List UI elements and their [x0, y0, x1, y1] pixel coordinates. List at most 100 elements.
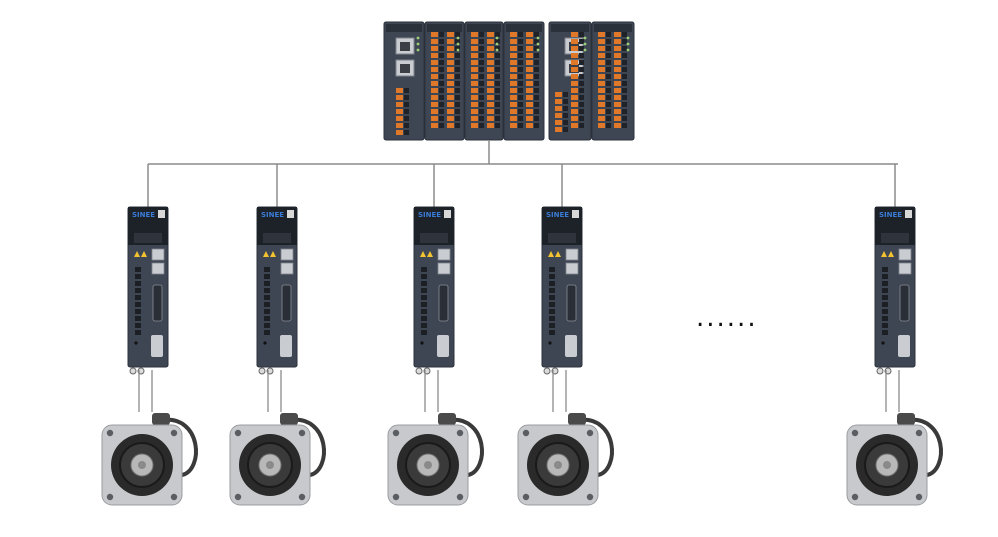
- terminal-screw: [518, 88, 523, 93]
- terminal-block: [510, 116, 517, 121]
- plc-controller: [383, 21, 635, 141]
- terminal-block: [431, 74, 438, 79]
- terminal-block: [471, 32, 478, 37]
- terminal-screw: [579, 123, 584, 128]
- terminal-block: [571, 123, 578, 128]
- terminal-block: [487, 95, 494, 100]
- terminal-screw: [518, 123, 523, 128]
- terminal-block: [396, 130, 403, 135]
- terminal-screw: [455, 102, 460, 107]
- terminal-screw: [455, 67, 460, 72]
- motor-cable-loop: [447, 417, 484, 477]
- bolt-hole-icon: [170, 429, 178, 437]
- warning-icon: [420, 251, 426, 257]
- bolt-hole-icon: [392, 429, 400, 437]
- db-connector-icon: [152, 284, 163, 322]
- terminal-screw: [518, 32, 523, 37]
- terminal-screw: [495, 102, 500, 107]
- terminal-block: [135, 295, 141, 300]
- terminal-block: [882, 288, 888, 293]
- status-led-icon: [416, 42, 420, 46]
- terminal-block: [431, 81, 438, 86]
- terminal-screw: [579, 95, 584, 100]
- terminal-screw: [479, 39, 484, 44]
- qr-code-icon: [444, 210, 451, 218]
- motor-connector: [897, 413, 915, 425]
- terminal-block: [431, 102, 438, 107]
- bolt-hole-icon: [234, 429, 242, 437]
- terminal-screw: [455, 74, 460, 79]
- terminal-screw: [479, 46, 484, 51]
- terminal-block: [447, 67, 454, 72]
- terminal-screw: [455, 116, 460, 121]
- ethernet-port-icon: [280, 248, 294, 261]
- terminal-block: [614, 60, 621, 65]
- ethernet-port-socket: [400, 64, 410, 73]
- terminal-block: [487, 74, 494, 79]
- terminal-screw: [479, 109, 484, 114]
- terminal-screw: [495, 32, 500, 37]
- terminal-block: [571, 39, 578, 44]
- terminal-block: [598, 53, 605, 58]
- terminal-block: [614, 123, 621, 128]
- terminal-block: [526, 60, 533, 65]
- bolt-hole-icon: [851, 493, 859, 501]
- terminal-block: [549, 281, 555, 286]
- servo-motor: [517, 413, 614, 506]
- terminal-block: [598, 60, 605, 65]
- terminal-block: [431, 88, 438, 93]
- drive-brand-label: SINEE: [879, 211, 902, 219]
- servo-drive: SINEE: [541, 164, 583, 375]
- warning-icon: [427, 251, 433, 257]
- terminal-screw: [622, 60, 627, 65]
- terminal-screw: [622, 39, 627, 44]
- motor-shaft-center: [138, 461, 146, 469]
- terminal-screw: [606, 60, 611, 65]
- plc-module: [548, 21, 592, 141]
- terminal-block: [447, 123, 454, 128]
- terminal-block: [471, 95, 478, 100]
- terminal-block: [471, 39, 478, 44]
- encoder-port-icon: [565, 335, 577, 357]
- servo-drive: SINEE: [874, 164, 916, 375]
- terminal-block: [447, 81, 454, 86]
- terminal-block: [510, 67, 517, 72]
- terminal-screw: [534, 116, 539, 121]
- terminal-block: [396, 102, 403, 107]
- terminal-screw: [439, 39, 444, 44]
- terminal-block: [510, 88, 517, 93]
- terminal-screw: [534, 123, 539, 128]
- terminal-block: [549, 295, 555, 300]
- plc-module: [503, 21, 545, 141]
- terminal-screw: [455, 95, 460, 100]
- terminal-screw: [534, 74, 539, 79]
- terminal-screw: [606, 102, 611, 107]
- terminal-screw: [518, 109, 523, 114]
- drive-brand-label: SINEE: [418, 211, 441, 219]
- plc-module-top-bar: [506, 24, 542, 32]
- plc-module: [464, 21, 504, 141]
- terminal-screw: [606, 88, 611, 93]
- terminal-screw: [518, 74, 523, 79]
- terminal-screw: [404, 116, 409, 121]
- terminal-block: [264, 267, 270, 272]
- terminal-block: [396, 123, 403, 128]
- terminal-block: [471, 102, 478, 107]
- terminal-block: [571, 53, 578, 58]
- terminal-block: [571, 46, 578, 51]
- terminal-block: [264, 302, 270, 307]
- terminal-block: [421, 267, 427, 272]
- terminal-screw: [579, 81, 584, 86]
- more-drives-ellipsis: ......: [696, 303, 758, 333]
- terminal-screw: [606, 67, 611, 72]
- terminal-block: [421, 274, 427, 279]
- terminal-block: [421, 330, 427, 335]
- terminal-block: [571, 74, 578, 79]
- status-led-icon: [416, 48, 420, 52]
- terminal-block: [135, 316, 141, 321]
- terminal-screw: [606, 109, 611, 114]
- terminal-screw: [495, 109, 500, 114]
- plc-module-top-bar: [551, 24, 589, 32]
- terminal-screw: [606, 39, 611, 44]
